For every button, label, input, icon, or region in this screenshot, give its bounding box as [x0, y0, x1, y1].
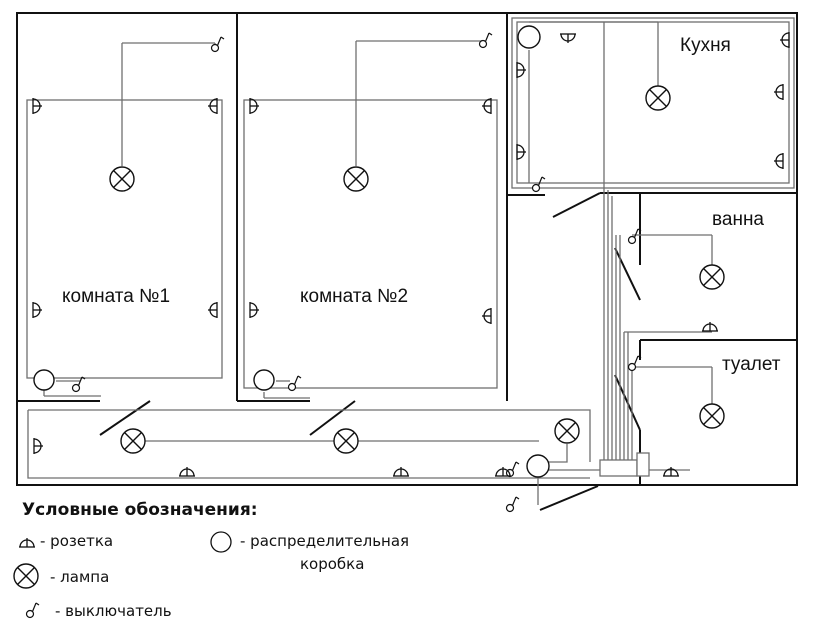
socket-room1-right-bottom [207, 301, 218, 319]
lamp-hall-3 [554, 418, 580, 444]
switch-entry [505, 496, 520, 513]
bath-label: ванна [712, 209, 764, 230]
junction-box-hall [526, 454, 550, 478]
socket-room1-left-bottom [32, 301, 43, 319]
socket-kitchen-right-1 [779, 31, 790, 49]
junction-boxes [33, 25, 550, 478]
socket-bath [701, 321, 719, 332]
switch-room1 [210, 36, 225, 53]
room1-label: комната №1 [62, 286, 170, 307]
socket-room2-left-bottom [249, 301, 260, 319]
socket-kitchen-right-2 [773, 83, 784, 101]
lamp-hall-1 [120, 428, 146, 454]
junction-box-room1 [33, 369, 55, 391]
legend-socket-icon [18, 537, 36, 548]
room2-label: комната №2 [300, 286, 408, 307]
socket-hall-left [33, 437, 44, 455]
socket-toilet [662, 466, 680, 477]
legend-lamp-icon [13, 563, 39, 589]
walls [16, 12, 798, 486]
switch-room2 [478, 32, 493, 49]
kitchen-label: Кухня [680, 35, 731, 56]
legend-symbols [13, 531, 232, 619]
socket-kitchen-left-2 [516, 143, 527, 161]
junction-box-kitchen [517, 25, 541, 49]
legend-switch-icon [25, 602, 40, 619]
socket-room2-right-bottom [481, 307, 492, 325]
junction-box-room2 [253, 369, 275, 391]
socket-hall-2 [392, 466, 410, 477]
doors [99, 192, 641, 511]
lamp-toilet [699, 403, 725, 429]
socket-hall-1 [178, 466, 196, 477]
legend-junction-icon [210, 531, 232, 553]
wiring [26, 17, 795, 505]
lamp-hall-2 [333, 428, 359, 454]
lamp-room2 [343, 166, 369, 192]
socket-kitchen-right-3 [773, 152, 784, 170]
lamp-kitchen [645, 85, 671, 111]
lamp-bath [699, 264, 725, 290]
switch-hall [505, 461, 520, 478]
switch-room1-door [71, 376, 86, 393]
lamp-room1 [109, 166, 135, 192]
toilet-label: туалет [722, 354, 781, 375]
socket-kitchen-left-1 [516, 61, 527, 79]
socket-kitchen-top [559, 33, 577, 44]
switch-kitchen [531, 176, 546, 193]
